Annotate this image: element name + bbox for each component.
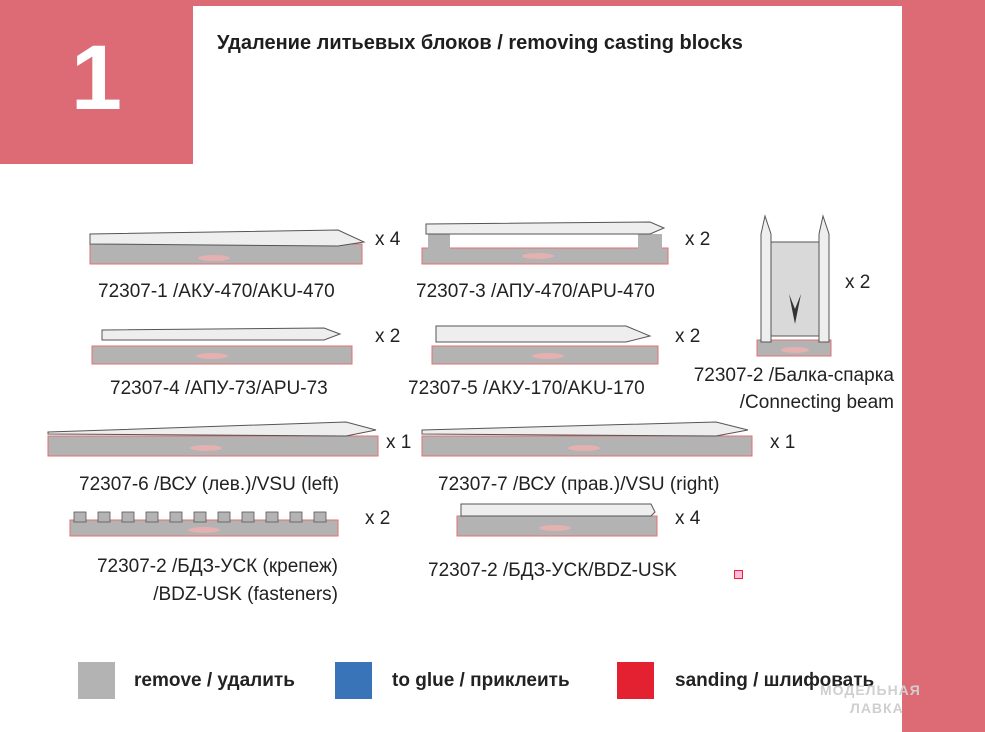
marker-dot [734, 570, 743, 579]
part-drawing-vsu-left [47, 421, 379, 457]
step-number: 1 [70, 27, 123, 129]
qty-vsu-right: x 1 [770, 432, 796, 453]
label-apu-73: 72307-4 /АПУ-73/APU-73 [110, 378, 328, 399]
qty-aku-470: x 4 [375, 229, 401, 250]
watermark-logo: МОДЕЛЬНАЯ ЛАВКА [820, 681, 921, 717]
qty-vsu-left: x 1 [386, 432, 412, 453]
qty-bdz-usk: x 4 [675, 508, 701, 529]
label-aku-470: 72307-1 /АКУ-470/AKU-470 [98, 281, 335, 302]
step-box: 1 [0, 6, 193, 164]
qty-beam: x 2 [845, 272, 871, 293]
part-drawing-bdz-usk [456, 503, 658, 537]
part-drawing-beam [756, 214, 832, 357]
legend-label-remove: remove / удалить [134, 670, 295, 691]
legend-label-glue: to glue / приклеить [392, 670, 570, 691]
legend-swatch-sanding [617, 662, 654, 699]
label-apu-470: 72307-3 /АПУ-470/APU-470 [416, 281, 655, 302]
part-drawing-aku-170 [431, 325, 659, 365]
legend-label-sanding: sanding / шлифовать [675, 670, 875, 691]
part-drawing-bdz-fasteners [69, 511, 339, 537]
watermark-line1: МОДЕЛЬНАЯ [820, 682, 921, 698]
label-bdz-fasteners-line2: /BDZ-USK (fasteners) [153, 584, 338, 605]
label-beam-line1: 72307-2 /Балка-спарка [693, 365, 894, 386]
legend-swatch-glue [335, 662, 372, 699]
part-drawing-aku-470 [89, 229, 366, 265]
label-vsu-right: 72307-7 /ВСУ (прав.)/VSU (right) [438, 474, 720, 495]
label-bdz-fasteners-line1: 72307-2 /БДЗ-УСК (крепеж) [96, 556, 338, 577]
qty-apu-470: x 2 [685, 229, 711, 250]
qty-aku-170: x 2 [675, 326, 701, 347]
label-bdz-usk: 72307-2 /БДЗ-УСК/BDZ-USK [428, 560, 677, 581]
legend-swatch-remove [78, 662, 115, 699]
step-title: Удаление литьевых блоков / removing cast… [217, 32, 743, 54]
qty-apu-73: x 2 [375, 326, 401, 347]
part-drawing-apu-470 [421, 221, 669, 265]
label-vsu-left: 72307-6 /ВСУ (лев.)/VSU (left) [79, 474, 340, 495]
label-beam-line2: /Connecting beam [739, 392, 894, 413]
qty-bdz-fasteners: x 2 [365, 508, 391, 529]
part-drawing-vsu-right [421, 421, 753, 457]
part-drawing-apu-73 [91, 327, 353, 365]
watermark-line2: ЛАВКА [850, 700, 904, 716]
instruction-page: 1 Удаление литьевых блоков / removing ca… [0, 6, 920, 732]
label-aku-170: 72307-5 /АКУ-170/AKU-170 [408, 378, 645, 399]
